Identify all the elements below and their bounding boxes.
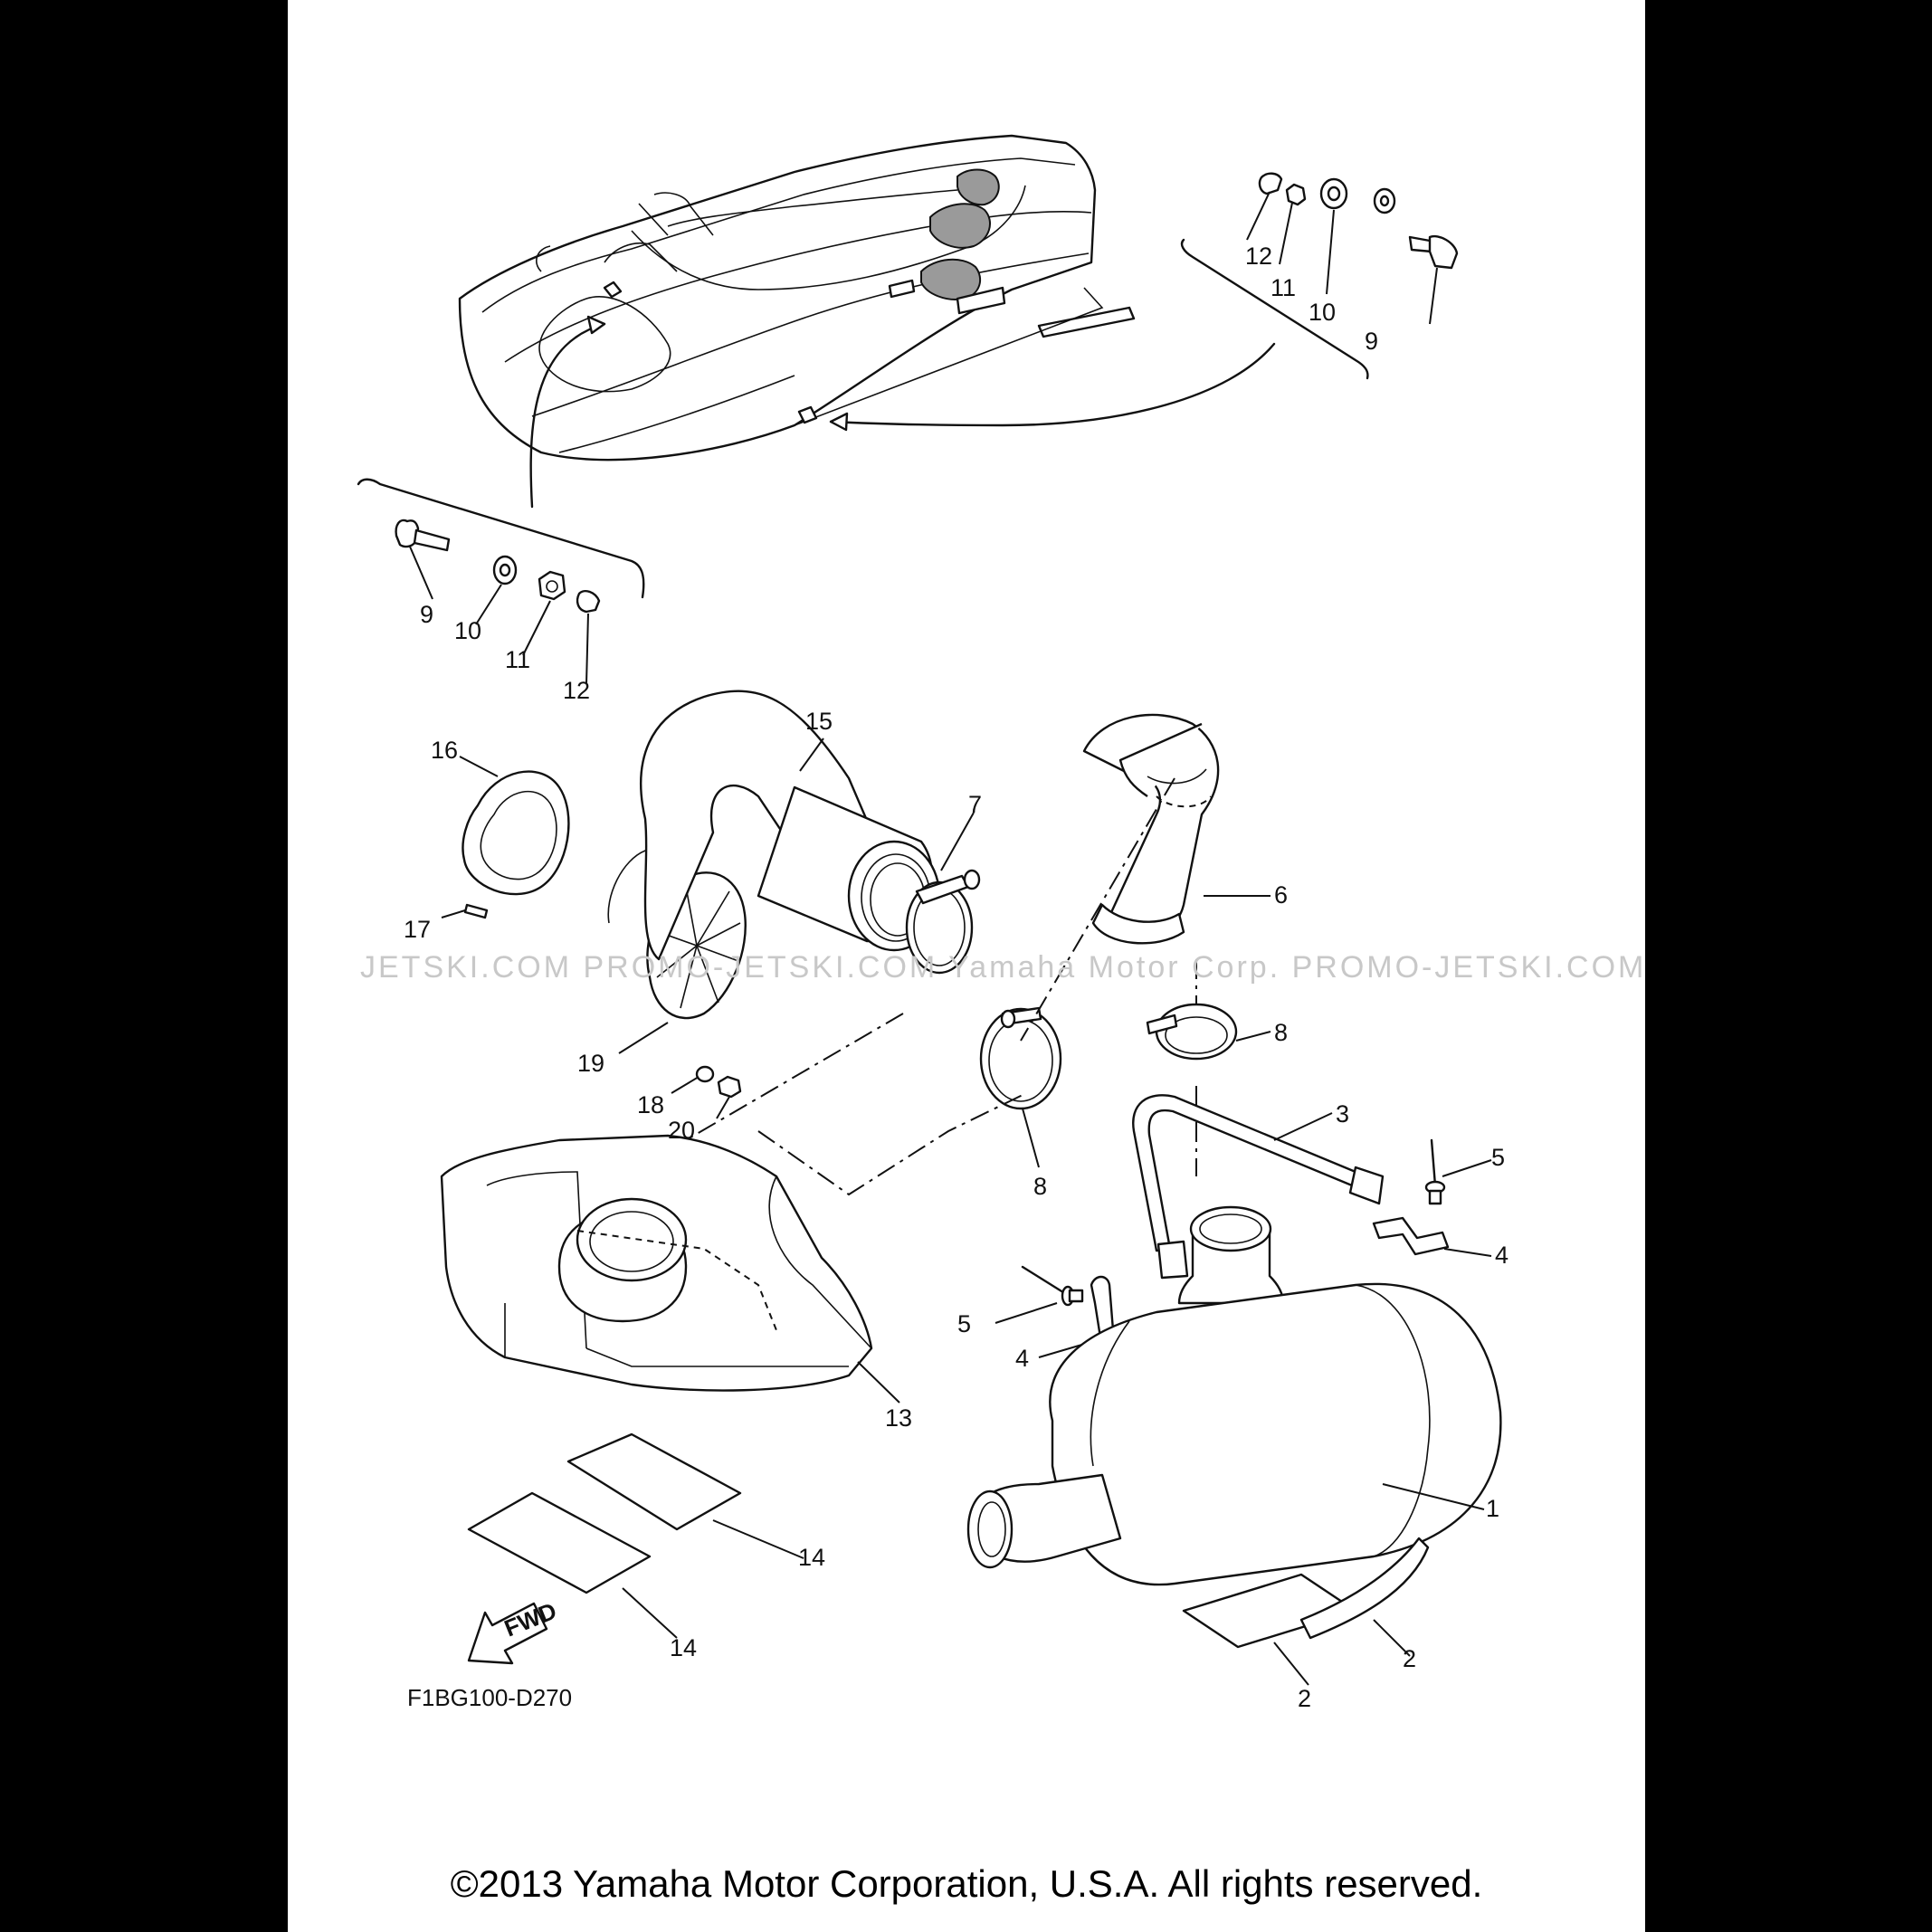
callout-2-left: 2 xyxy=(1298,1685,1311,1712)
callout-10-right: 10 xyxy=(1309,299,1336,326)
arrow-curve-left-group xyxy=(529,315,606,509)
part-5-rivet-left xyxy=(995,1265,1084,1324)
fwd-arrow-icon: FWD xyxy=(467,1597,560,1665)
part-16-gasket xyxy=(459,756,570,896)
watermark: JETSKI.COM PROMO-JETSKI.COM Yamaha Motor… xyxy=(360,950,1645,985)
callout-11-left: 11 xyxy=(505,646,530,673)
watercraft-illustration xyxy=(458,134,1136,462)
exploded-parts-diagram: FWD xyxy=(357,134,1645,1712)
callout-9-left: 9 xyxy=(420,601,433,628)
part-5-rivet-right xyxy=(1424,1138,1492,1205)
callout-15: 15 xyxy=(805,708,833,735)
callout-8-middle: 8 xyxy=(1033,1173,1047,1200)
fastener-group-right xyxy=(1180,172,1459,380)
part-18-washer xyxy=(671,1065,715,1094)
part-8-clamp-upper xyxy=(1146,1003,1271,1061)
part-14-pads xyxy=(467,1432,804,1639)
callout-4-left: 4 xyxy=(1015,1345,1029,1372)
callout-19: 19 xyxy=(577,1050,604,1077)
callout-10-left: 10 xyxy=(454,617,481,644)
callout-1: 1 xyxy=(1486,1495,1499,1522)
callout-20: 20 xyxy=(668,1117,695,1144)
arrow-curve-right-group xyxy=(829,342,1276,432)
callout-17: 17 xyxy=(404,916,431,943)
callout-16: 16 xyxy=(431,737,458,764)
callout-8-upper: 8 xyxy=(1274,1019,1288,1046)
callout-9-right: 9 xyxy=(1365,328,1378,355)
part-13-chamber xyxy=(440,1134,900,1404)
callout-5-left: 5 xyxy=(957,1310,971,1337)
callout-11-right: 11 xyxy=(1271,274,1296,301)
part-17-stud xyxy=(441,903,489,919)
callout-7: 7 xyxy=(968,791,982,818)
callout-14-lower: 14 xyxy=(670,1634,697,1661)
copyright-footer: ©2013 Yamaha Motor Corporation, U.S.A. A… xyxy=(450,1862,1483,1905)
callout-numbers: 12 11 10 9 9 10 11 12 15 16 7 17 6 8 19 … xyxy=(404,243,1508,1712)
callout-6: 6 xyxy=(1274,881,1288,909)
part-6-joint xyxy=(1082,713,1271,945)
drawing-code: F1BG100-D270 xyxy=(407,1684,572,1711)
callout-12-left: 12 xyxy=(563,677,590,704)
callout-3: 3 xyxy=(1336,1100,1349,1128)
part-20-nut xyxy=(716,1075,742,1119)
diagram-sheet: FWD xyxy=(288,0,1645,1932)
callout-12-right: 12 xyxy=(1245,243,1272,270)
callout-4-right: 4 xyxy=(1495,1242,1508,1269)
callout-18: 18 xyxy=(637,1091,664,1118)
part-4-bracket-right xyxy=(1372,1216,1492,1257)
part-8-clamp-middle xyxy=(979,1006,1062,1168)
callout-2-right: 2 xyxy=(1403,1645,1416,1672)
part-7-clamp xyxy=(905,812,981,975)
part-1-muffler xyxy=(966,1205,1502,1586)
part-3-strap xyxy=(1132,1094,1385,1280)
fastener-group-left xyxy=(357,478,645,685)
callout-13: 13 xyxy=(885,1404,912,1432)
part-2-pads xyxy=(1182,1537,1430,1686)
callout-5-right: 5 xyxy=(1491,1144,1505,1171)
callout-14-upper: 14 xyxy=(798,1544,825,1571)
